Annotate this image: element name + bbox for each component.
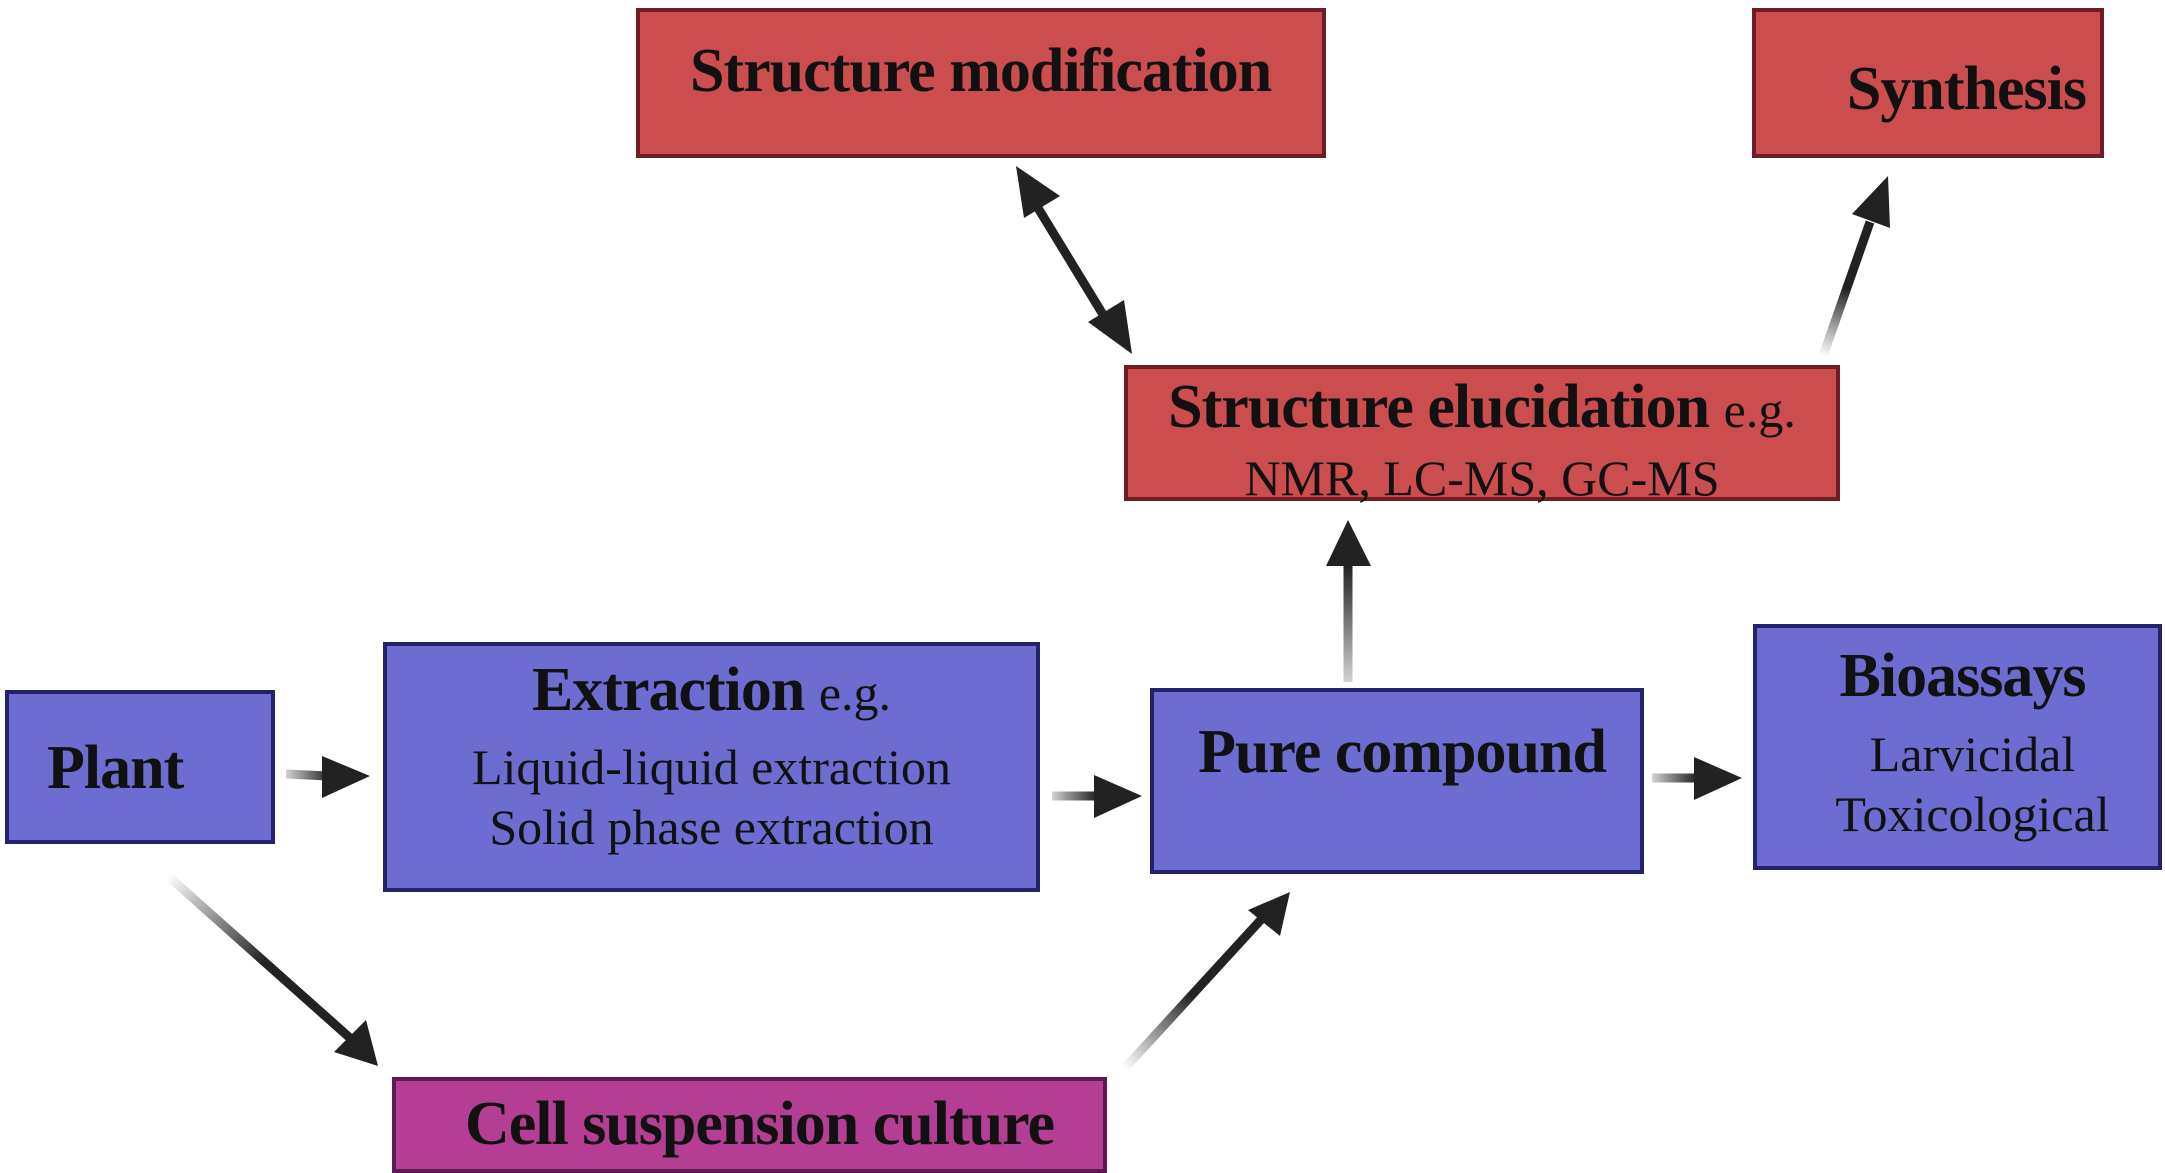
eg-label: e.g.	[1723, 382, 1796, 438]
node-synthesis: Synthesis	[1752, 8, 2104, 158]
node-subtitle-1: Liquid-liquid extraction	[471, 739, 952, 795]
node-structure-elucidation: Structure elucidation e.g. NMR, LC-MS, G…	[1124, 365, 1840, 506]
node-plant: Plant	[5, 690, 275, 844]
node-subtitle-2: Solid phase extraction	[489, 799, 934, 855]
arrow-pure-compound-to-structure-elucidation	[1326, 520, 1371, 682]
node-subtitle: NMR, LC-MS, GC-MS	[1244, 450, 1720, 506]
node-subtitle-1: Larvicidal	[1869, 726, 2076, 782]
node-title: Structure modification	[690, 37, 1272, 105]
node-extraction: Extraction e.g. Liquid-liquid extraction…	[383, 642, 1040, 892]
node-pure-compound: Pure compound	[1150, 688, 1644, 874]
node-title: Bioassays	[1839, 642, 2087, 710]
node-structure-modification: Structure modification	[636, 8, 1326, 158]
arrow-plant-to-extraction	[285, 756, 370, 798]
node-title: Pure compound	[1198, 718, 1607, 786]
arrow-plant-to-cell-suspension	[165, 872, 378, 1066]
node-subtitle-2: Toxicological	[1835, 786, 2110, 842]
arrow-elucidation-modification-bidirectional	[1016, 166, 1132, 354]
arrow-extraction-to-pure-compound	[1052, 775, 1142, 818]
node-title: Structure elucidation	[1168, 373, 1710, 441]
node-title-line: Extraction e.g.	[387, 646, 1036, 737]
arrow-pure-compound-to-bioassays	[1652, 757, 1742, 800]
eg-label: e.g.	[818, 665, 892, 721]
node-title: Cell suspension culture	[464, 1090, 1055, 1158]
node-bioassays: Bioassays Larvicidal Toxicological	[1753, 624, 2162, 870]
node-title: Extraction	[531, 656, 805, 724]
arrow-elucidation-to-synthesis	[1818, 176, 1890, 358]
node-title: Synthesis	[1846, 55, 2087, 123]
node-title: Plant	[47, 734, 184, 802]
arrow-cell-suspension-to-pure-compound	[1121, 892, 1290, 1072]
node-title-line: Structure elucidation e.g.	[1128, 369, 1836, 448]
node-cell-suspension-culture: Cell suspension culture	[392, 1077, 1107, 1173]
